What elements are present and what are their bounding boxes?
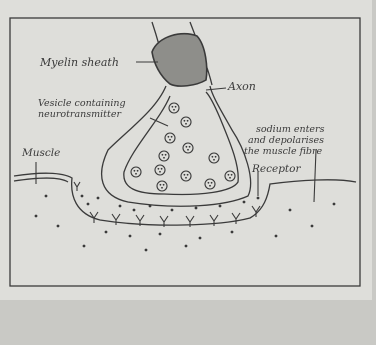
label-axon: Axon bbox=[227, 80, 256, 93]
label-receptor: Receptor bbox=[251, 163, 301, 175]
label-vesicle-line1: Vesicle containing bbox=[38, 98, 126, 109]
label-sodium-line2: and depolarises bbox=[248, 135, 324, 146]
label-myelin-sheath: Myelin sheath bbox=[39, 56, 119, 69]
label-sodium-line3: the muscle fibre bbox=[244, 146, 323, 157]
label-muscle: Muscle bbox=[21, 147, 60, 159]
label-vesicle-line2: neurotransmitter bbox=[38, 109, 122, 120]
label-sodium-line1: sodium enters bbox=[256, 124, 325, 135]
